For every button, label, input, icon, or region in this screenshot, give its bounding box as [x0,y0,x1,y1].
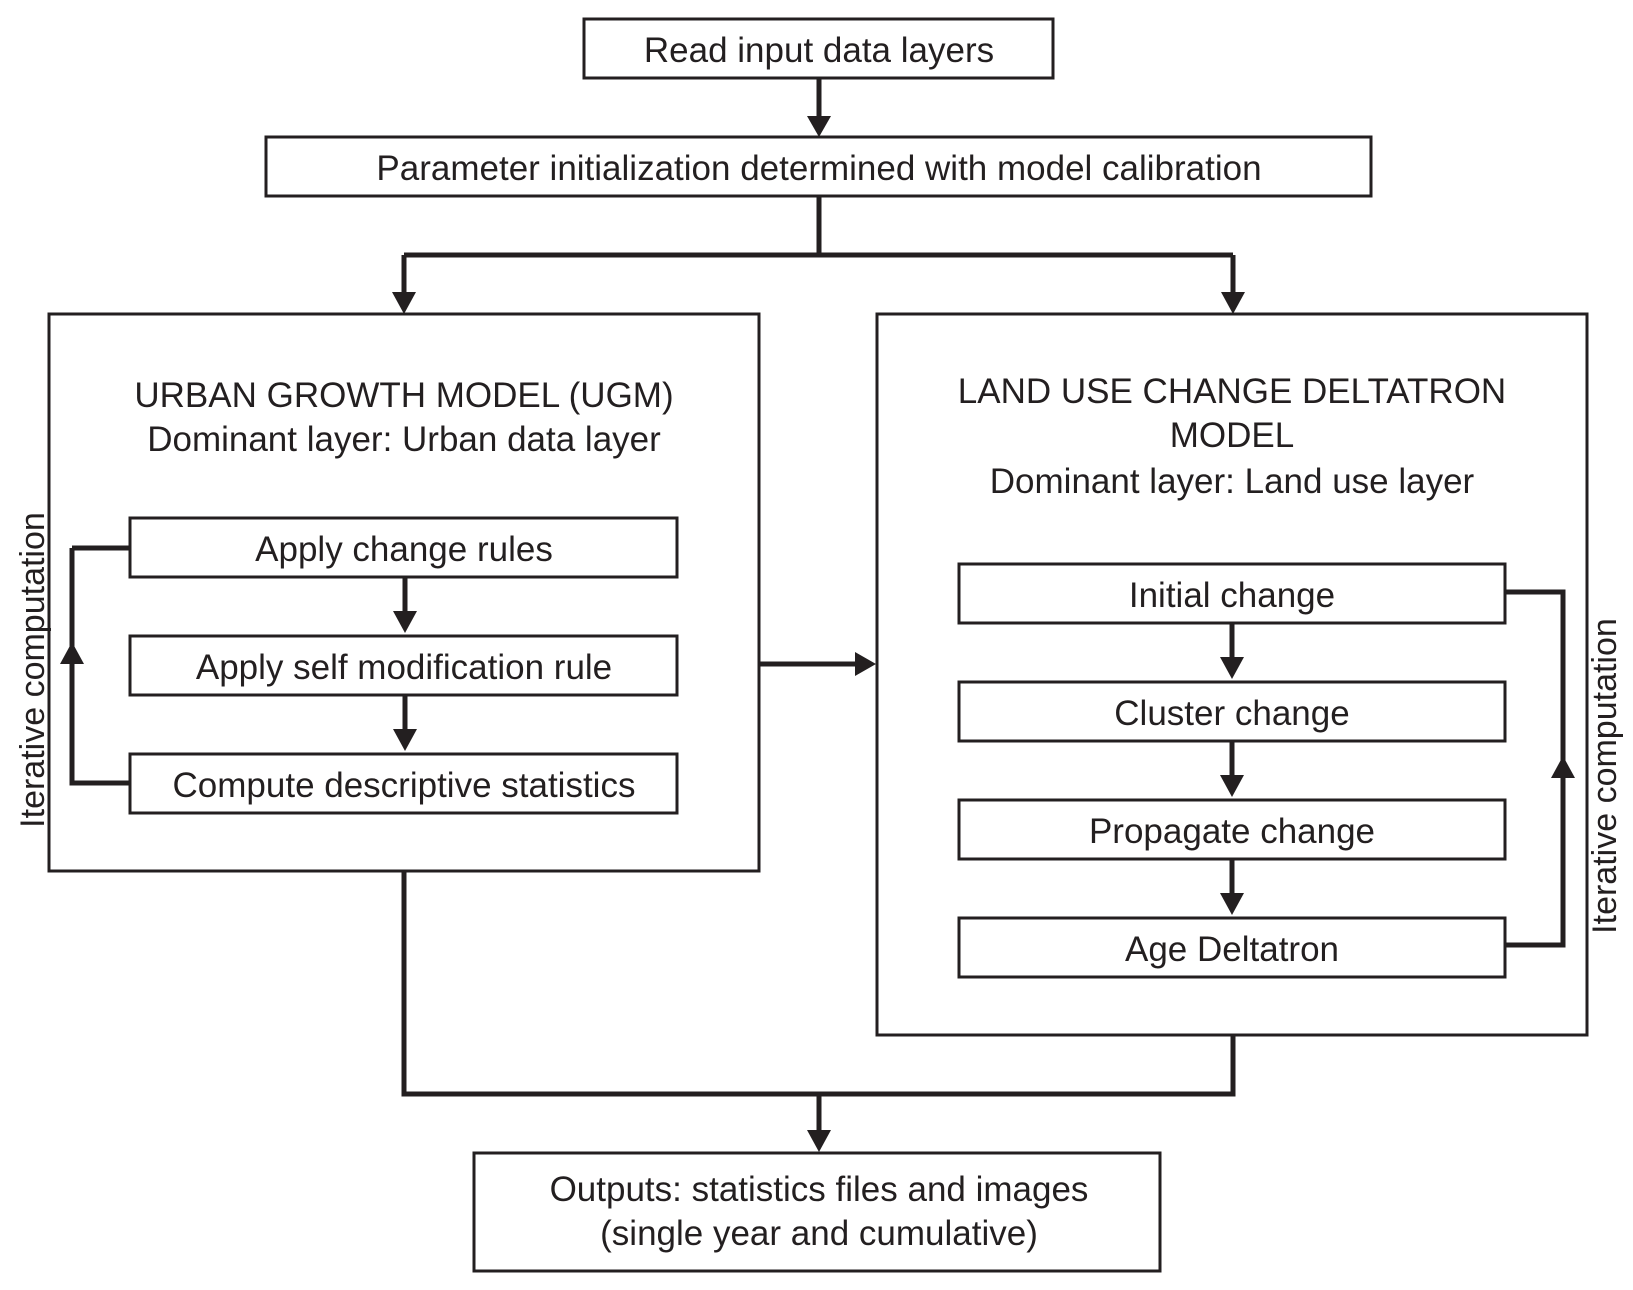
outputs-line2: (single year and cumulative) [600,1214,1038,1253]
dt-step-label: Age Deltatron [1125,930,1339,969]
connectors [60,79,1575,1152]
loop-ugm [69,545,130,786]
deltatron-container: LAND USE CHANGE DELTATRON MODEL Dominant… [875,312,1589,1037]
dt-step-cluster-change: Cluster change [957,680,1507,743]
ugm-subtitle: Dominant layer: Urban data layer [147,420,661,459]
dt-step-label: Initial change [1129,576,1335,615]
deltatron-loop-label: Iterative computation [1586,618,1624,934]
ugm-step-self-modification: Apply self modification rule [128,634,679,697]
ugm-step-label: Apply self modification rule [196,648,612,687]
node-outputs: Outputs: statistics files and images (si… [472,1151,1162,1273]
node-param-init: Parameter initialization determined with… [264,135,1373,198]
arrowhead-dt-step2-to-step3 [1220,775,1244,797]
deltatron-title-line1: LAND USE CHANGE DELTATRON [958,372,1506,411]
ugm-step-descriptive-stats: Compute descriptive statistics [128,752,679,815]
dt-step-age-deltatron: Age Deltatron [957,916,1507,979]
deltatron-title-line2: MODEL [1170,416,1294,455]
dt-step-propagate-change: Propagate change [957,798,1507,861]
loop-deltatron [1504,589,1566,948]
arrowhead-ugm-step2-to-step3 [393,729,417,751]
arrowhead-to-outputs [807,1130,831,1152]
ugm-step-label: Compute descriptive statistics [173,766,636,805]
arrowhead-ugm-step1-to-step2 [393,611,417,633]
arrow-param-split [401,197,1236,295]
arrowhead-dt-step1-to-step2 [1220,657,1244,679]
dt-step-initial-change: Initial change [957,562,1507,625]
arrowhead-read-to-param [807,116,831,137]
arrowhead-to-deltatron [1221,292,1245,314]
ugm-step-label: Apply change rules [255,530,553,569]
arrow-merge-to-outputs [401,871,1236,1133]
arrowhead-dt-step3-to-step4 [1220,893,1244,915]
node-read-input: Read input data layers [582,17,1055,80]
dt-step-label: Cluster change [1114,694,1349,733]
arrowhead-ugm-to-deltatron [855,652,876,676]
dt-step-label: Propagate change [1089,812,1375,851]
deltatron-subtitle: Dominant layer: Land use layer [990,462,1475,501]
ugm-step-apply-change-rules: Apply change rules [128,516,679,579]
param-init-label: Parameter initialization determined with… [376,149,1261,188]
arrowhead-to-ugm [392,292,416,314]
arrowhead-loop-ugm [60,642,84,664]
outputs-line1: Outputs: statistics files and images [550,1170,1089,1209]
ugm-container: URBAN GROWTH MODEL (UGM) Dominant layer:… [47,312,761,873]
ugm-title: URBAN GROWTH MODEL (UGM) [134,376,673,415]
read-input-label: Read input data layers [644,31,994,70]
ugm-loop-label: Iterative computation [14,512,52,828]
arrowhead-loop-deltatron [1551,756,1575,778]
